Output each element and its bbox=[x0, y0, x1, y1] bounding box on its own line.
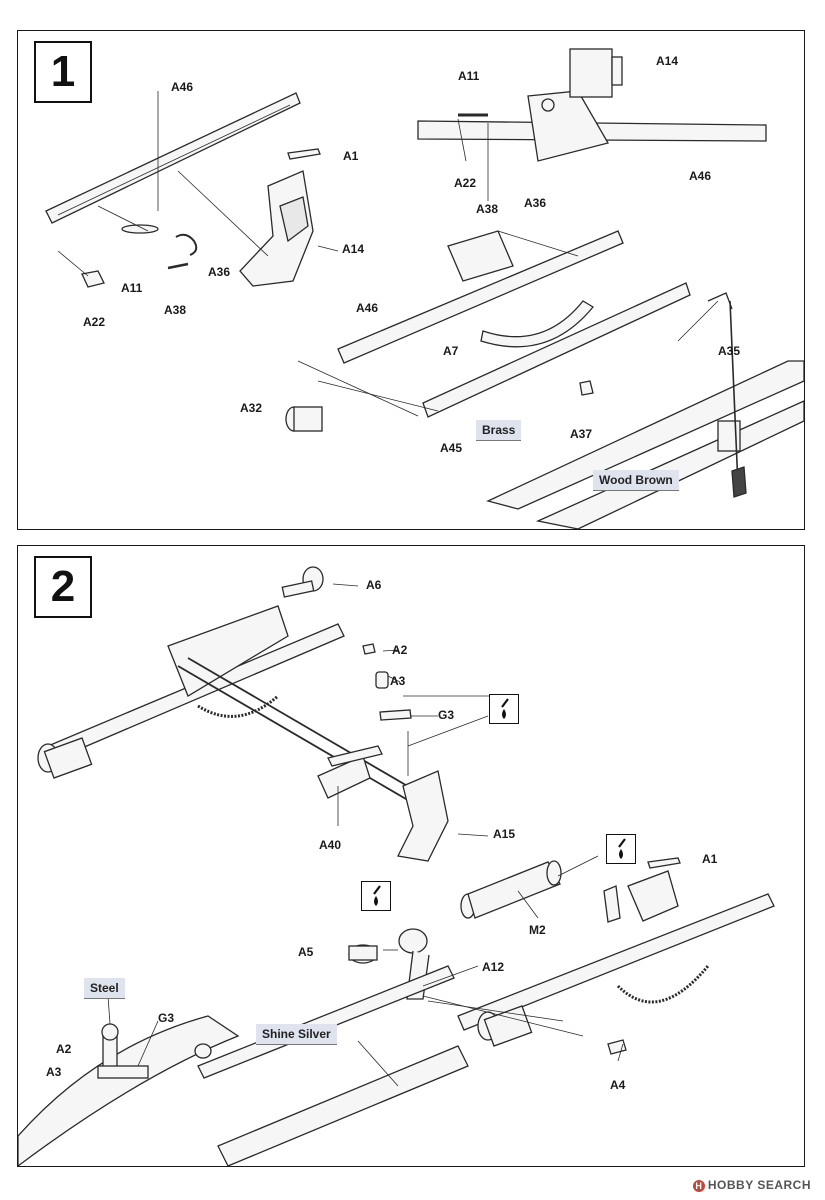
part-label-a2: A2 bbox=[56, 1042, 72, 1056]
cement-icon bbox=[489, 694, 519, 724]
part-label-a1: A1 bbox=[343, 149, 359, 163]
part-label-a22: A22 bbox=[83, 315, 106, 329]
part-label-a37: A37 bbox=[570, 427, 593, 441]
step-1-panel: 1 bbox=[17, 30, 805, 530]
paint-color-tag: Brass bbox=[476, 420, 522, 441]
part-label-a32: A32 bbox=[240, 401, 263, 415]
part-label-m2: M2 bbox=[529, 923, 546, 937]
part-label-a2: A2 bbox=[392, 643, 408, 657]
part-label-a45: A45 bbox=[440, 441, 463, 455]
hobby-search-logo-icon: H bbox=[692, 1179, 705, 1192]
part-label-a22: A22 bbox=[454, 176, 477, 190]
paint-color-tag: Wood Brown bbox=[593, 470, 679, 491]
step-1-illustration bbox=[45, 48, 804, 529]
part-label-a4: A4 bbox=[610, 1078, 626, 1092]
part-label-g3: G3 bbox=[438, 708, 455, 722]
part-label-a35: A35 bbox=[718, 344, 741, 358]
step-number: 1 bbox=[34, 41, 92, 103]
step-number: 2 bbox=[34, 556, 92, 618]
step-2-panel: 2 bbox=[17, 545, 805, 1167]
part-label-a3: A3 bbox=[46, 1065, 62, 1079]
part-label-a6: A6 bbox=[366, 578, 382, 592]
part-label-a36: A36 bbox=[524, 196, 547, 210]
part-label-a15: A15 bbox=[493, 827, 516, 841]
part-label-a3: A3 bbox=[390, 674, 406, 688]
part-label-a11: A11 bbox=[458, 69, 480, 83]
part-label-g3: G3 bbox=[158, 1011, 175, 1025]
part-label-a46: A46 bbox=[356, 301, 379, 315]
cement-icon bbox=[361, 881, 391, 911]
cement-icon bbox=[606, 834, 636, 864]
part-label-a46: A46 bbox=[689, 169, 712, 183]
part-label-a5: A5 bbox=[298, 945, 314, 959]
part-label-a38: A38 bbox=[164, 303, 187, 317]
part-label-a1: A1 bbox=[702, 852, 718, 866]
part-label-a14: A14 bbox=[656, 54, 679, 68]
part-label-a11: A11 bbox=[121, 281, 143, 295]
paint-color-tag: Steel bbox=[84, 978, 125, 999]
part-label-a14: A14 bbox=[342, 242, 365, 256]
part-label-a12: A12 bbox=[482, 960, 505, 974]
part-label-a46: A46 bbox=[171, 80, 194, 94]
part-label-a38: A38 bbox=[476, 202, 499, 216]
part-label-a40: A40 bbox=[319, 838, 342, 852]
part-label-a36: A36 bbox=[208, 265, 231, 279]
part-label-a7: A7 bbox=[443, 344, 459, 358]
step-2-illustration bbox=[18, 566, 775, 1166]
paint-color-tag: Shine Silver bbox=[256, 1024, 337, 1045]
